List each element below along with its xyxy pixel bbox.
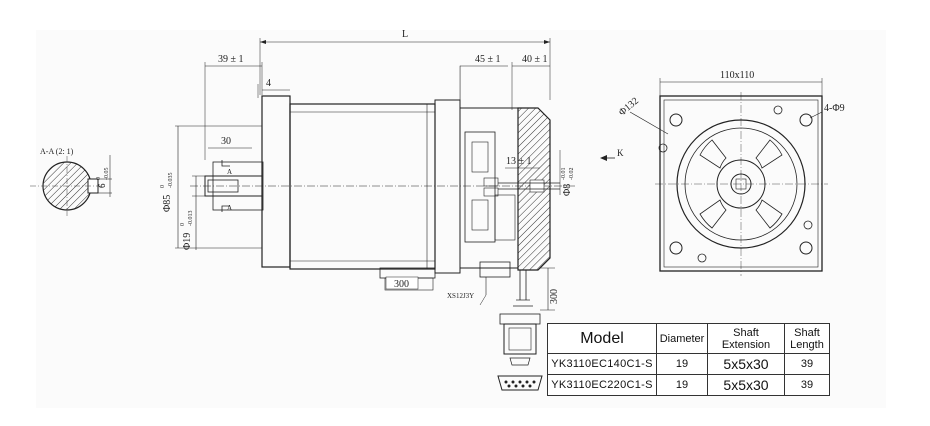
cell-length: 39 <box>784 374 830 396</box>
cell-model: YK3110EC220C1-S <box>547 374 657 396</box>
dim-shaft-diameter: Φ19 <box>182 233 193 250</box>
dim-shaft-diameter-tol-upper: 0 <box>180 223 186 226</box>
dim-square: 110x110 <box>720 70 754 81</box>
cell-extension: 5x5x30 <box>707 374 785 396</box>
dim-flange-length: 39 ± 1 <box>218 54 244 65</box>
dim-rear-shaft-tol-lower: -0.02 <box>569 168 575 181</box>
dim-holes: 4-Φ9 <box>824 103 845 114</box>
cell-diameter: 19 <box>656 374 708 396</box>
spec-table: Model Diameter Shaft Extension Shaft Len… <box>547 323 830 396</box>
connector-label: XS12J3Y <box>447 292 474 300</box>
cell-length: 39 <box>784 353 830 375</box>
dim-rear-shaft-length: 13 ± 1 <box>506 156 532 167</box>
view-arrow-k: K <box>600 148 624 161</box>
table-row: YK3110EC140C1-S 19 5x5x30 39 <box>547 353 830 375</box>
spec-table-header: Model Diameter Shaft Extension Shaft Len… <box>547 323 830 354</box>
key-width-tol-upper: 0 <box>96 177 102 180</box>
header-shaft-extension-line1: Shaft <box>733 326 759 339</box>
cell-model: YK3110EC140C1-S <box>547 353 657 375</box>
motor-side-view <box>175 38 575 391</box>
view-marker: K <box>617 148 624 158</box>
table-row: YK3110EC220C1-S 19 5x5x30 39 <box>547 374 830 396</box>
dim-overall-length: L <box>402 29 408 40</box>
section-label: A-A (2: 1) <box>40 147 74 156</box>
header-shaft-length-line2: Length <box>790 338 824 351</box>
dim-shaft-diameter-tol-lower: -0.013 <box>188 211 194 227</box>
dim-rear-length: 40 ± 1 <box>522 54 548 65</box>
dim-key-length: 30 <box>221 136 231 147</box>
dim-body-diameter: Φ85 <box>162 195 173 212</box>
dim-cable-length-1: 300 <box>394 279 409 290</box>
section-view-aa: A-A (2: 1) 6 0 -0.05 <box>30 147 112 216</box>
header-shaft-extension-line2: Extension <box>721 338 771 351</box>
dim-encoder-length: 45 ± 1 <box>475 54 501 65</box>
key-width-tol-lower: -0.05 <box>104 168 110 181</box>
dim-rear-shaft-diameter: Φ8 <box>562 184 573 196</box>
dim-flange-step: 4 <box>266 78 271 89</box>
header-shaft-extension: Shaft Extension <box>707 323 785 354</box>
dim-cable-length-2: 300 <box>549 289 560 304</box>
motor-front-view <box>629 78 828 276</box>
cell-extension: 5x5x30 <box>707 353 785 375</box>
header-shaft-length: Shaft Length <box>784 323 830 354</box>
header-shaft-length-line1: Shaft <box>794 326 820 339</box>
cell-diameter: 19 <box>656 353 708 375</box>
section-marker-top: A <box>227 168 232 176</box>
header-model: Model <box>547 323 657 354</box>
key-width-dim: 6 <box>97 183 107 188</box>
dim-body-diameter-tol-lower: -0.035 <box>168 173 174 189</box>
section-marker-bottom: A <box>227 204 232 212</box>
header-diameter: Diameter <box>656 323 708 354</box>
dim-bolt-circle: Φ132 <box>617 96 641 119</box>
dim-body-diameter-tol-upper: 0 <box>160 185 166 188</box>
dim-rear-shaft-tol-upper: -0.01 <box>561 168 567 181</box>
